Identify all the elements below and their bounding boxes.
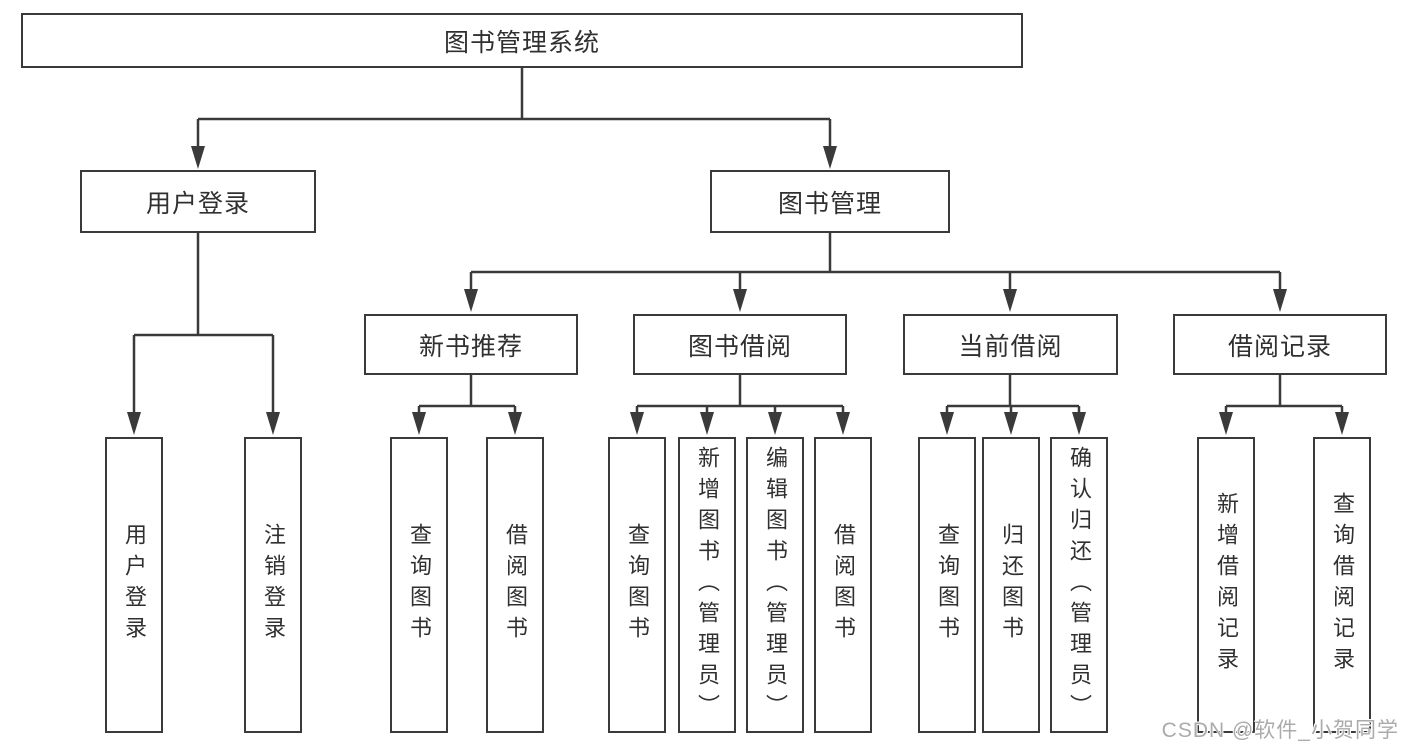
leaf-query-borrow-record: 查询借阅记录	[1313, 437, 1371, 733]
edge-book-borrowing-to-leaves	[635, 375, 845, 413]
arrowhead	[464, 289, 478, 312]
arrowhead	[127, 412, 141, 435]
leaf-logout-login: 注销登录	[244, 437, 302, 733]
node-label: 借阅记录	[1227, 332, 1332, 361]
node-label: 查询图书	[625, 523, 650, 647]
node-label: 用户登录	[122, 523, 147, 647]
leaf-user-login: 用户登录	[105, 437, 163, 733]
edge-current-borrowing-to-leaves	[945, 375, 1081, 413]
node-borrowing-records: 借阅记录	[1173, 314, 1387, 375]
arrowhead	[191, 146, 205, 169]
node-label: 新书推荐	[418, 332, 523, 361]
node-label: 图书管理	[777, 189, 882, 218]
edge-new-book-recommend-to-leaves	[417, 375, 517, 413]
arrowhead	[1335, 412, 1349, 435]
arrowhead	[1273, 289, 1287, 312]
node-label: 用户登录	[145, 189, 250, 218]
node-label: 归还图书	[999, 523, 1024, 647]
node-book-borrowing: 图书借阅	[633, 314, 847, 375]
leaf-query-books-current: 查询图书	[918, 437, 976, 733]
edge-user-login-to-leaves	[132, 233, 275, 414]
edge-borrowing-records-to-leaves	[1224, 375, 1344, 413]
node-label: 新增借阅记录	[1214, 492, 1239, 678]
node-book-management-system: 图书管理系统	[21, 13, 1023, 68]
leaf-edit-books-admin: 编辑图书（管理员）	[746, 437, 804, 733]
arrowhead	[940, 412, 954, 435]
node-label: 编辑图书（管理员）	[763, 445, 788, 725]
arrowhead	[1003, 289, 1017, 312]
node-new-book-recommend: 新书推荐	[364, 314, 578, 375]
edge-book-management-to-level3	[469, 233, 1282, 291]
arrowhead	[823, 146, 837, 169]
node-label: 查询借阅记录	[1330, 492, 1355, 678]
arrowhead	[1072, 412, 1086, 435]
leaf-confirm-return-admin: 确认归还（管理员）	[1050, 437, 1108, 733]
node-label: 当前借阅	[958, 332, 1063, 361]
arrowhead	[412, 412, 426, 435]
node-label: 新增图书（管理员）	[695, 445, 720, 725]
arrowhead	[836, 412, 850, 435]
node-label: 借阅图书	[831, 523, 856, 647]
node-label: 图书管理系统	[443, 28, 600, 57]
node-label: 借阅图书	[503, 523, 528, 647]
arrowhead	[630, 412, 644, 435]
edge-root-to-level2	[196, 68, 832, 150]
leaf-add-books-admin: 新增图书（管理员）	[678, 437, 736, 733]
leaf-borrow-books-newbook: 借阅图书	[486, 437, 544, 733]
watermark: CSDN @软件_小贺同学	[1161, 719, 1399, 742]
node-user-login: 用户登录	[80, 170, 316, 233]
leaf-query-books-borrow: 查询图书	[608, 437, 666, 733]
node-label: 确认归还（管理员）	[1067, 445, 1092, 725]
node-label: 注销登录	[261, 523, 286, 647]
arrowhead	[700, 412, 714, 435]
leaf-return-books: 归还图书	[982, 437, 1040, 733]
node-label: 查询图书	[407, 523, 432, 647]
arrowhead	[768, 412, 782, 435]
leaf-add-borrow-record: 新增借阅记录	[1197, 437, 1255, 733]
node-book-management: 图书管理	[710, 170, 950, 233]
arrowhead	[508, 412, 522, 435]
leaf-query-books-newbook: 查询图书	[390, 437, 448, 733]
arrowhead	[733, 289, 747, 312]
arrowhead	[266, 412, 280, 435]
leaf-borrow-books-borrow: 借阅图书	[814, 437, 872, 733]
arrowhead	[1004, 412, 1018, 435]
node-label: 查询图书	[935, 523, 960, 647]
node-current-borrowing: 当前借阅	[903, 314, 1118, 375]
arrowhead	[1219, 412, 1233, 435]
node-label: 图书借阅	[687, 332, 792, 361]
